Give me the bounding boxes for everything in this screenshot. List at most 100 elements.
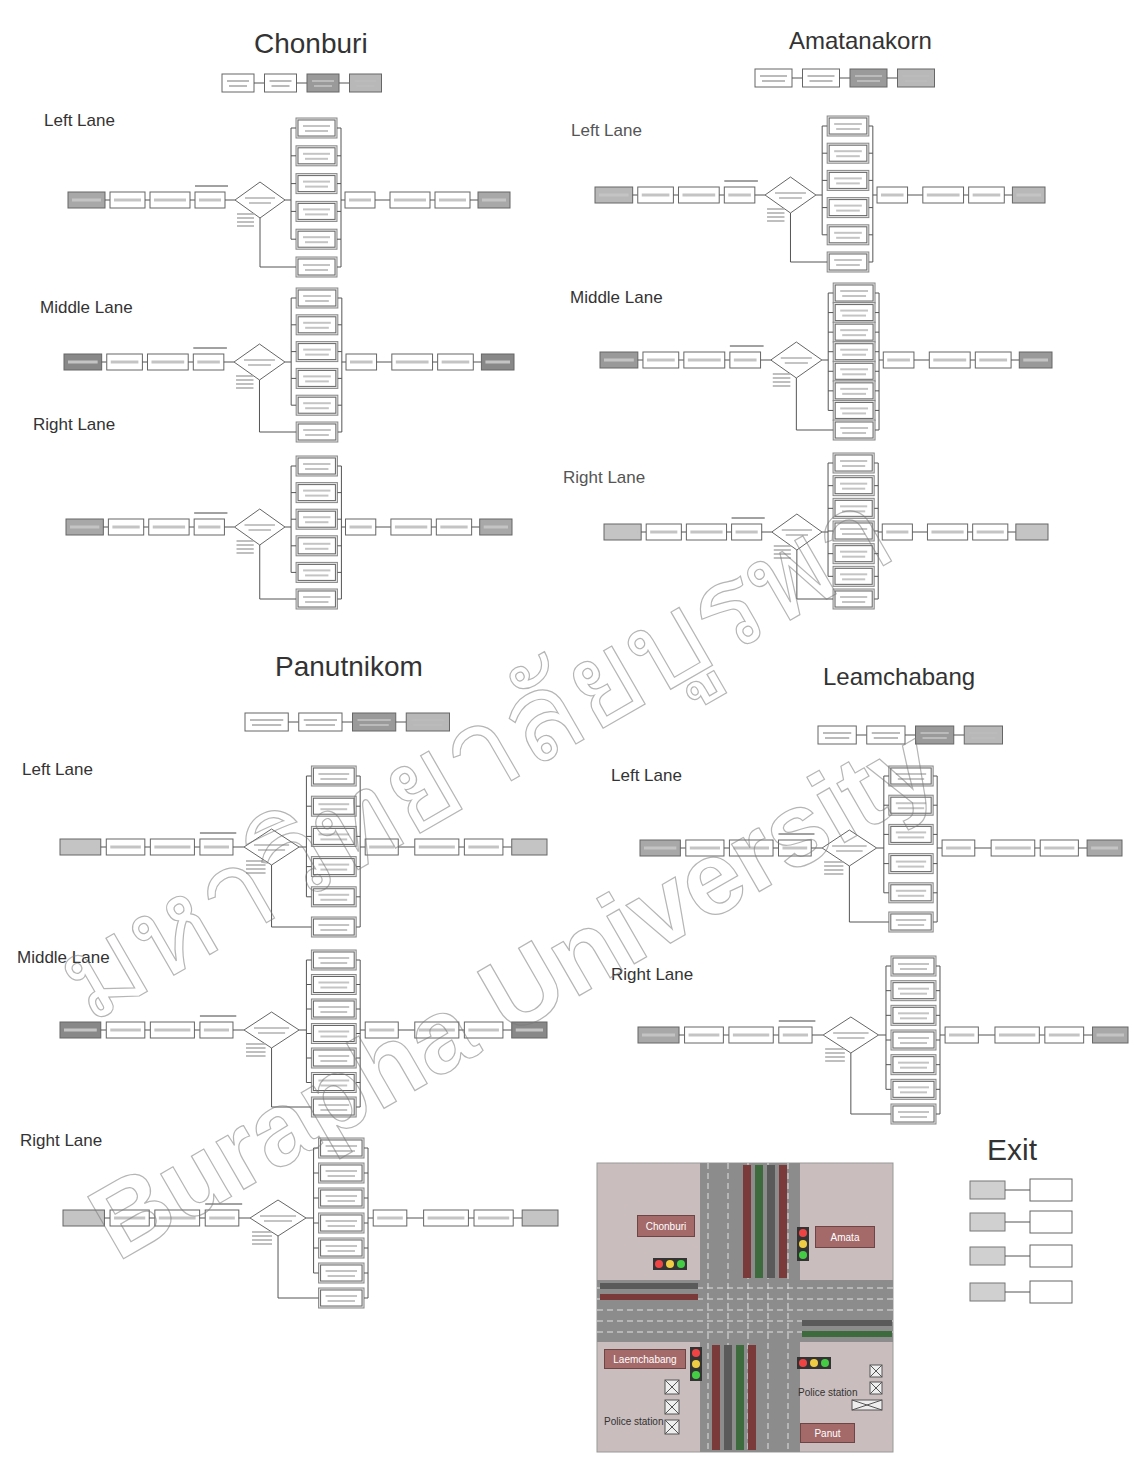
traffic-lamp [821,1359,829,1367]
module-text-mark [318,982,349,984]
connector-line [1005,1256,1030,1257]
module-text-mark [599,194,629,197]
module-text-mark [840,310,868,312]
building-symbol [665,1420,679,1434]
module-text-mark [642,1034,675,1037]
connector-line [252,1231,272,1233]
module-text-mark [837,1037,864,1039]
module-text-mark [836,155,860,157]
process-box [835,324,873,340]
process-box [298,538,335,554]
vehicle-queue [779,1165,787,1278]
module-text-mark [979,359,1007,362]
road-name: Chonburi [646,1221,687,1232]
connector-line [237,552,254,554]
connector-line [195,186,228,187]
process-box [835,305,873,321]
module-box [929,352,970,368]
connector-line [306,984,311,985]
connector-line [341,466,342,599]
module-text-mark [303,153,330,155]
connector-line [291,572,296,573]
module-text-mark [931,531,963,534]
connector-line [792,78,803,79]
module-text-mark [303,264,330,266]
module-text-mark [842,334,866,336]
connector-line [886,966,891,967]
connector-line [194,513,227,514]
process-frame [311,975,356,995]
connector-line [224,362,234,363]
module-box [391,519,431,535]
process-box [298,424,336,440]
connector-line [825,1052,845,1054]
module-box [969,187,1005,203]
connector-line [869,234,873,235]
connector-line [908,195,923,196]
process-frame [296,509,337,529]
module-text-mark [886,531,908,534]
module-box [729,1027,773,1043]
connector-line [338,324,342,325]
module-text-mark [923,737,947,739]
module-text-mark [1016,194,1041,197]
connector-line [342,362,346,363]
section-title: Panutnikom [275,651,423,683]
connector-line [912,532,927,533]
road-name-box: Laemchabang [604,1349,686,1369]
module-box [975,352,1011,368]
connector-line [285,200,291,201]
module-text-mark [258,1032,285,1034]
process-frame [296,422,338,442]
process-box [298,511,335,527]
connector-line [822,234,827,235]
module-text-mark [682,194,715,197]
process-box [298,148,335,164]
connector-line [473,362,481,363]
process-box [298,344,336,360]
module-text-mark [305,407,329,409]
connector-line [260,218,296,267]
building-symbol [665,1380,679,1394]
connector-line [364,1273,368,1274]
connector-line [886,1064,891,1065]
module-box [916,726,954,744]
connector-line [337,155,341,156]
module-text-mark [689,1034,720,1037]
connector-line [189,527,194,528]
module-text-mark [688,359,721,362]
module-text-mark [647,359,675,362]
module-text-mark [881,194,904,197]
connector-line [375,200,390,201]
building-symbol [665,1400,679,1414]
building-symbol [870,1382,882,1394]
module-box [150,192,190,208]
module-text-mark [303,596,330,598]
connector-line [978,1035,995,1036]
connector-line [936,1040,940,1041]
module-text-mark [303,349,331,351]
process-frame [833,322,875,342]
module-text-mark [834,123,862,125]
module-text-mark [350,361,373,364]
connector-line [884,892,889,893]
module-text-mark [834,259,862,261]
building-symbol [852,1400,882,1410]
connector-line [193,348,227,349]
module-text-mark [516,846,543,849]
module-text-mark [842,315,866,317]
intersection-map [597,1163,893,1452]
dispose-module [1030,1211,1072,1233]
dispose-module [1087,840,1122,856]
module-box [265,74,297,92]
module-text-mark [840,290,868,292]
connector-line [513,1218,522,1219]
connector-line [828,390,833,391]
connector-line [337,267,341,268]
connector-line [314,1248,319,1249]
module-box [435,192,470,208]
module-box [222,74,254,92]
module-text-mark [68,361,98,364]
connector-line [968,532,973,533]
module-box [195,192,225,208]
